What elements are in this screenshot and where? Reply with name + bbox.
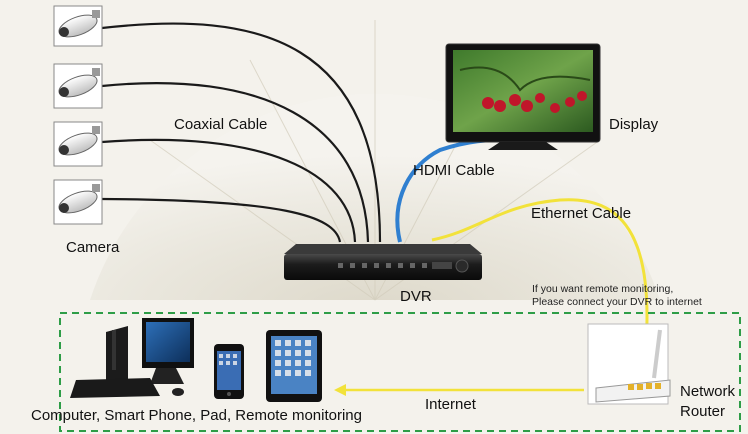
- coaxial-cable-label: Coaxial Cable: [174, 116, 267, 133]
- hdmi-cable-label: HDMI Cable: [413, 162, 495, 179]
- display-label: Display: [609, 116, 658, 133]
- camera-2: [54, 64, 102, 108]
- camera-4: [54, 180, 102, 224]
- camera-label: Camera: [66, 239, 119, 256]
- router-icon: [588, 324, 670, 404]
- remote-note-line2: Please connect your DVR to internet: [532, 296, 702, 309]
- smartphone-icon: [214, 344, 244, 399]
- camera-3: [54, 122, 102, 166]
- display-tv-icon: [446, 44, 600, 150]
- network-router-label-line1: Network: [680, 383, 735, 400]
- dvr-label: DVR: [400, 288, 432, 305]
- ethernet-cable-label: Ethernet Cable: [531, 205, 631, 222]
- tablet-icon: [266, 330, 322, 402]
- network-router-label-line2: Router: [680, 403, 725, 420]
- camera-1: [54, 6, 102, 46]
- dvr-recorder-icon: [284, 244, 482, 280]
- devices-label: Computer, Smart Phone, Pad, Remote monit…: [31, 407, 362, 424]
- internet-label: Internet: [425, 396, 476, 413]
- remote-note-line1: If you want remote monitoring,: [532, 283, 673, 296]
